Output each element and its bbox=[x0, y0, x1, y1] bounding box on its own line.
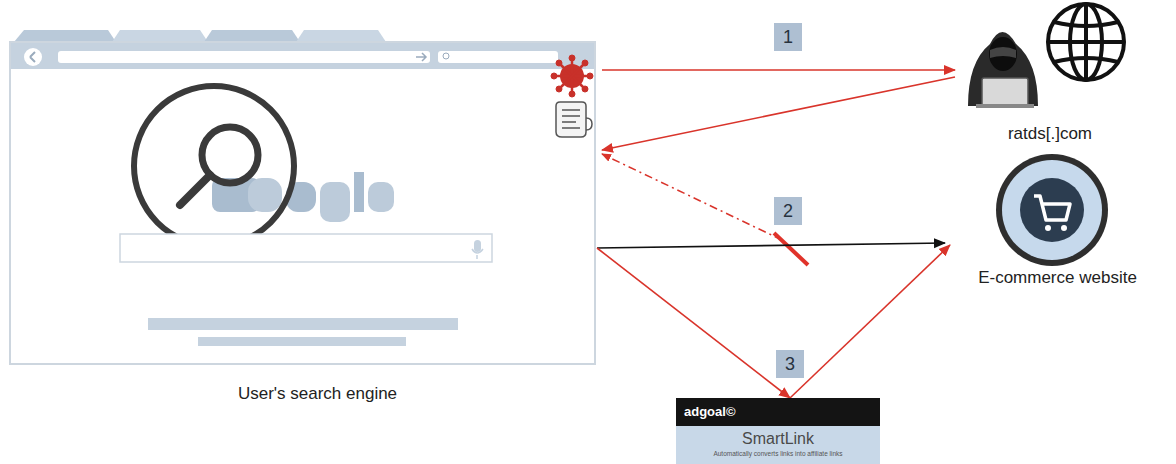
callout-number: 3 bbox=[776, 350, 804, 378]
callout-number: 1 bbox=[774, 23, 802, 51]
hacker-icon bbox=[968, 32, 1038, 108]
product-tagline: Automatically converts links into affili… bbox=[676, 448, 880, 461]
attacker-server: ratds[.]com bbox=[955, 2, 1145, 148]
ecommerce-site: E-commerce website bbox=[945, 150, 1170, 290]
flow-arrow bbox=[597, 243, 945, 248]
product-name: SmartLink bbox=[676, 426, 880, 448]
browser-window bbox=[10, 30, 595, 364]
callout-number: 2 bbox=[774, 197, 802, 225]
block-mark bbox=[774, 233, 808, 265]
cart-icon bbox=[996, 154, 1108, 266]
script-icon bbox=[556, 102, 592, 137]
flow-arrow bbox=[597, 248, 790, 398]
blocked-redirect bbox=[602, 154, 782, 240]
browser-window: User's search engine bbox=[10, 42, 595, 364]
flow-arrow bbox=[602, 69, 955, 71]
globe-icon bbox=[1048, 4, 1124, 80]
adgoal-smartlink-box: adgoal©SmartLinkAutomatically converts l… bbox=[676, 398, 880, 464]
node-label: User's search engine bbox=[10, 384, 595, 404]
flow-arrow bbox=[790, 245, 950, 398]
node-label: E-commerce website bbox=[945, 268, 1170, 288]
brand-name: adgoal© bbox=[676, 398, 880, 426]
flow-arrow bbox=[602, 77, 955, 150]
virus-icon bbox=[551, 55, 593, 97]
node-label: ratds[.]com bbox=[955, 124, 1145, 144]
